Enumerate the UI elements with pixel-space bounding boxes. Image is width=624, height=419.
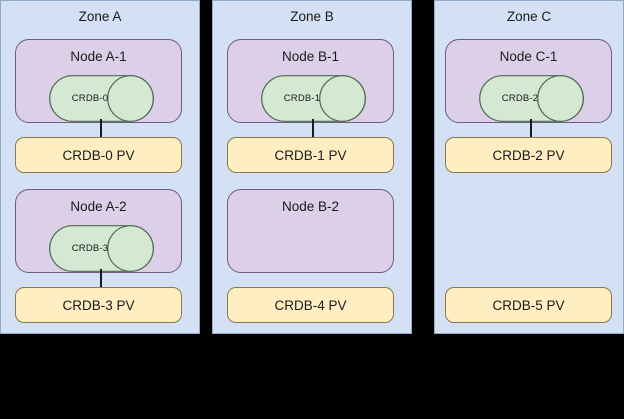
pv-box-crdb-4[interactable]: CRDB-4 PV bbox=[227, 287, 394, 323]
node-box-a-1[interactable]: Node A-1 CRDB-0 bbox=[15, 39, 182, 123]
pv-box-crdb-3[interactable]: CRDB-3 PV bbox=[15, 287, 182, 323]
database-cylinder-crdb-2[interactable]: CRDB-2 bbox=[479, 75, 584, 122]
node-box-c-1[interactable]: Node C-1 CRDB-2 bbox=[445, 39, 612, 123]
pv-box-crdb-0[interactable]: CRDB-0 PV bbox=[15, 137, 182, 173]
connector-node-b-1-to-pv bbox=[312, 119, 314, 139]
database-cylinder-crdb-3[interactable]: CRDB-3 bbox=[49, 225, 154, 272]
zone-panel-a[interactable]: Zone A Node A-1 CRDB-0 CRDB-0 PV Node A-… bbox=[0, 0, 200, 334]
pv-box-crdb-5[interactable]: CRDB-5 PV bbox=[445, 287, 612, 323]
node-box-b-2[interactable]: Node B-2 bbox=[227, 189, 394, 273]
zone-title-b: Zone B bbox=[290, 9, 334, 24]
connector-node-a-1-to-pv bbox=[100, 119, 102, 139]
node-title-a-2: Node A-2 bbox=[70, 199, 127, 214]
zone-panel-c[interactable]: Zone C Node C-1 CRDB-2 CRDB-2 PV CRDB-5 … bbox=[434, 0, 624, 334]
node-title-b-1: Node B-1 bbox=[281, 49, 340, 64]
node-title-b-2: Node B-2 bbox=[281, 199, 340, 214]
zone-panel-b[interactable]: Zone B Node B-1 CRDB-1 CRDB-1 PV Node B-… bbox=[212, 0, 412, 334]
node-box-b-1[interactable]: Node B-1 CRDB-1 bbox=[227, 39, 394, 123]
node-box-a-2[interactable]: Node A-2 CRDB-3 bbox=[15, 189, 182, 273]
connector-node-c-1-to-pv bbox=[530, 119, 532, 139]
database-cylinder-crdb-0[interactable]: CRDB-0 bbox=[49, 75, 154, 122]
node-title-c-1: Node C-1 bbox=[499, 49, 558, 64]
pv-box-crdb-2[interactable]: CRDB-2 PV bbox=[445, 137, 612, 173]
node-title-a-1: Node A-1 bbox=[70, 49, 127, 64]
zone-title-a: Zone A bbox=[78, 9, 122, 24]
zone-title-c: Zone C bbox=[506, 9, 552, 24]
database-cylinder-crdb-1[interactable]: CRDB-1 bbox=[261, 75, 366, 122]
connector-node-a-2-to-pv bbox=[100, 269, 102, 289]
pv-box-crdb-1[interactable]: CRDB-1 PV bbox=[227, 137, 394, 173]
